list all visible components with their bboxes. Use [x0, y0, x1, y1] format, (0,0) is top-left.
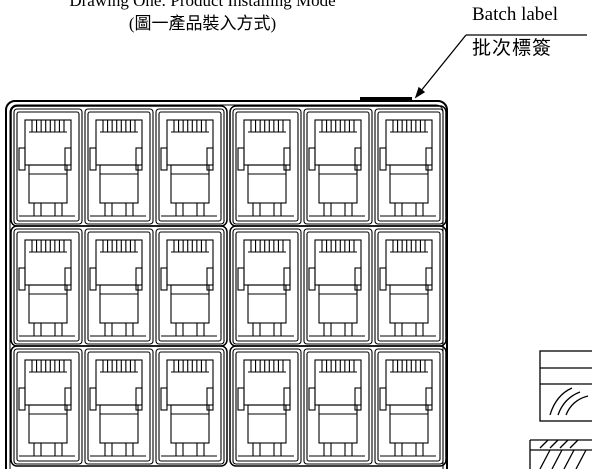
tray-cell — [84, 348, 154, 465]
tray-block — [229, 345, 447, 467]
tray-blocks — [10, 105, 447, 467]
tray-cell — [84, 228, 154, 345]
tray-block — [229, 225, 447, 347]
tray-cell — [232, 108, 302, 225]
tray-cell — [232, 228, 302, 345]
tray-cell — [155, 108, 225, 225]
batch-label-leader — [414, 34, 587, 99]
tray-cell — [13, 108, 83, 225]
tray-block — [10, 225, 228, 347]
tray-cell — [374, 348, 444, 465]
tray-cell — [13, 348, 83, 465]
tray-block — [10, 345, 228, 467]
side-view-drawing — [529, 350, 592, 469]
tray-cell — [303, 108, 373, 225]
tray-cell — [84, 108, 154, 225]
tray-cell — [155, 348, 225, 465]
drawing-subtitle: (圖一產品裝入方式) — [128, 14, 277, 33]
tray-cell — [232, 348, 302, 465]
tray-block — [10, 105, 228, 227]
tray-cell — [303, 228, 373, 345]
batch-label-sticker — [360, 97, 412, 102]
batch-label-chinese: 批次標簽 — [472, 38, 553, 59]
tray-cell — [303, 348, 373, 465]
tray-cell — [13, 228, 83, 345]
drawing-title: Drawing One: Product Installing Mode — [69, 0, 336, 10]
tray-cell — [374, 108, 444, 225]
tray-cell — [155, 228, 225, 345]
tray-block — [229, 105, 447, 227]
tray-cells — [13, 108, 444, 465]
batch-label-english: Batch label — [472, 4, 558, 25]
tray-cell — [374, 228, 444, 345]
